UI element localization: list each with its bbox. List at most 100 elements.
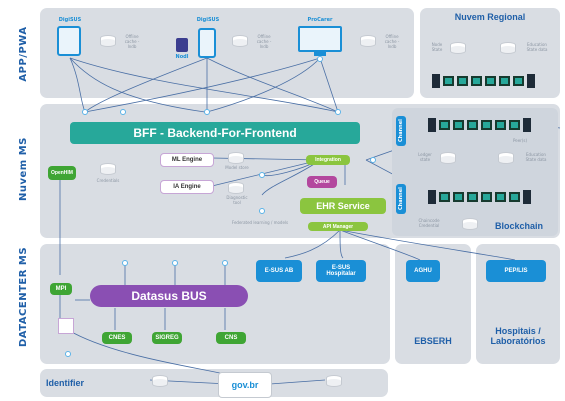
connector-node — [317, 56, 323, 62]
connector-node — [82, 109, 88, 115]
chain-block-icon — [428, 118, 436, 132]
token-label: Nodl — [175, 54, 189, 60]
blockchain-chain-2 — [428, 190, 531, 204]
connector-node — [370, 157, 376, 163]
connector-node — [172, 260, 178, 266]
govbr-text: gov.br — [231, 380, 259, 390]
section-label-nuvem-regional: Nuvem Regional — [454, 12, 526, 22]
blockchain-db-left1: Ledger state — [418, 152, 432, 162]
bus-item-cns[interactable]: CNS — [216, 332, 246, 344]
connector-node — [122, 260, 128, 266]
chain-block-icon — [443, 76, 454, 86]
chain-block-icon — [457, 76, 468, 86]
queue-box[interactable]: Queue — [307, 176, 337, 188]
chain-block-icon — [481, 120, 492, 130]
chain-block-icon — [509, 192, 520, 202]
token-icon — [176, 38, 188, 52]
chain-block-icon — [523, 118, 531, 132]
database-icon — [100, 35, 116, 47]
chain-block-icon — [481, 192, 492, 202]
mpi-store-icon — [58, 318, 74, 334]
section-label-nuvem-ms: Nuvem MS — [18, 137, 29, 201]
section-label-app: APP/PWA — [18, 26, 29, 82]
section-label-datacenter: DATACENTER MS — [18, 246, 29, 347]
mpi-box[interactable]: MPI — [50, 283, 72, 295]
device-sub-1: Offline cache - Indb — [124, 34, 140, 49]
chain-block-icon — [471, 76, 482, 86]
blockchain-chain-1 — [428, 118, 531, 132]
chain-block-icon — [495, 120, 506, 130]
chain-block-icon — [439, 120, 450, 130]
federated-sub: Federated learning / models — [231, 220, 289, 225]
bff-box[interactable]: BFF - Backend-For-Frontend — [70, 122, 360, 144]
connector-node — [259, 172, 265, 178]
database-icon — [500, 42, 516, 54]
database-icon — [440, 152, 456, 164]
database-icon — [152, 375, 168, 387]
database-icon — [450, 42, 466, 54]
esus-hospitalar-box[interactable]: E-SUS Hospitalar — [316, 260, 366, 282]
database-icon — [498, 152, 514, 164]
api-manager-box[interactable]: API Manager — [308, 222, 368, 231]
identifier-label: Identifier — [46, 378, 85, 388]
monitor-stand-icon — [314, 52, 326, 56]
ml-engine-box[interactable]: ML Engine — [160, 153, 214, 167]
regional-chain — [432, 74, 535, 88]
ehr-service-box[interactable]: EHR Service — [300, 198, 386, 214]
integration-box[interactable]: Integration — [306, 155, 350, 165]
bus-item-sigreg[interactable]: SIGREG — [152, 332, 182, 344]
chain-block-icon — [432, 74, 440, 88]
chain-block-icon — [523, 190, 531, 204]
database-icon — [100, 163, 116, 175]
phone-icon — [198, 28, 216, 58]
ia-sub: Diagnostic tool — [226, 195, 248, 205]
database-icon — [228, 152, 244, 164]
device-label-2: DigiSUS — [196, 17, 220, 23]
connector-node — [204, 109, 210, 115]
esus-ab-box[interactable]: E-SUS AB — [256, 260, 302, 282]
device-label-1: DigiSUS — [58, 17, 82, 23]
datasus-bus-box[interactable]: Datasus BUS — [90, 285, 248, 307]
channel-tag-2: Channel — [396, 184, 406, 214]
monitor-icon — [298, 26, 342, 52]
regional-db-left: Node State — [431, 42, 443, 52]
chain-block-icon — [499, 76, 510, 86]
chain-block-icon — [467, 120, 478, 130]
regional-db-right: Education State data — [526, 42, 548, 52]
connector-node — [259, 208, 265, 214]
connector-node — [335, 109, 341, 115]
chain-block-icon — [428, 190, 436, 204]
database-icon — [360, 35, 376, 47]
database-icon — [232, 35, 248, 47]
connector-node — [222, 260, 228, 266]
aghu-box[interactable]: AGHU — [406, 260, 440, 282]
blockchain-title: Blockchain — [494, 221, 543, 231]
channel-tag-1: Channel — [396, 116, 406, 146]
device-sub-2: Offline cache - Indb — [256, 34, 272, 49]
chain-block-icon — [453, 192, 464, 202]
openhim-sub: Credentials — [96, 178, 120, 183]
database-icon — [326, 375, 342, 387]
ml-sub: Model store — [225, 165, 249, 170]
openhim-box[interactable]: OpenHIM — [48, 166, 76, 180]
ebserh-label: EBSERH — [414, 336, 452, 346]
blockchain-db-left2: Chaincode Credential — [418, 218, 440, 228]
chain-block-icon — [467, 192, 478, 202]
device-label-3: ProCarer — [307, 17, 333, 23]
tablet-icon — [57, 26, 81, 56]
govbr-logo: gov.br — [218, 372, 272, 398]
chain-block-icon — [527, 74, 535, 88]
database-icon — [462, 218, 478, 230]
pep-lis-box[interactable]: PEP/LIS — [486, 260, 546, 282]
bus-item-cnes[interactable]: CNES — [102, 332, 132, 344]
connector-node — [120, 109, 126, 115]
chain-block-icon — [509, 120, 520, 130]
chain-block-icon — [485, 76, 496, 86]
chain-block-icon — [439, 192, 450, 202]
ia-engine-box[interactable]: IA Engine — [160, 180, 214, 194]
database-icon — [228, 182, 244, 194]
chain-block-icon — [513, 76, 524, 86]
blockchain-db-right1: Education State data — [525, 152, 547, 162]
